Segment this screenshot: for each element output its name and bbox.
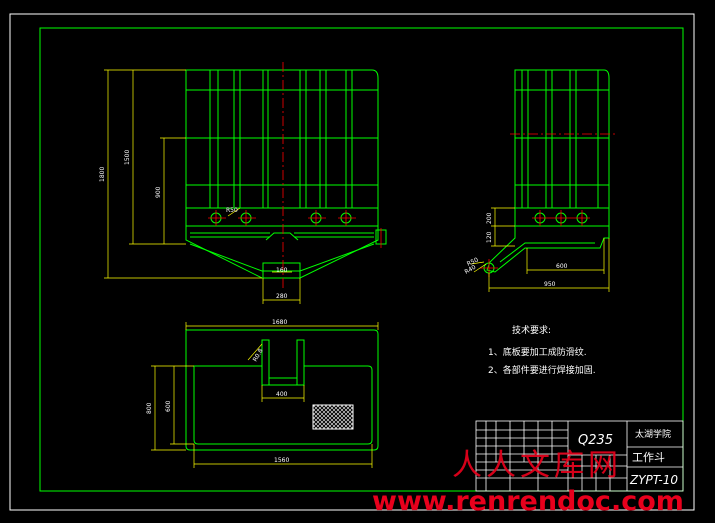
dim-800: 800 — [146, 402, 153, 414]
dim-120: 120 — [486, 231, 493, 243]
watermark-chinese: 人人文库网 — [452, 448, 622, 483]
dim-1800: 1800 — [99, 167, 106, 182]
note-item-2: 2、各部件要进行焊接加固. — [488, 364, 596, 376]
drawing-number: ZYPT-10 — [629, 473, 678, 487]
watermark-url: www.renrendoc.com — [372, 486, 684, 517]
notes-heading: 技术要求: — [512, 324, 551, 336]
school-name: 太湖学院 — [635, 428, 671, 440]
dim-r08: R0.8 — [252, 347, 265, 363]
dim-600-top: 600 — [165, 400, 172, 412]
dim-900: 900 — [155, 186, 162, 198]
dim-400: 400 — [276, 391, 288, 398]
title-block — [475, 420, 684, 492]
dim-160: 160 — [276, 267, 288, 274]
material-label: Q235 — [578, 433, 613, 448]
top-view-dimensions — [151, 322, 379, 468]
outer-frame — [9, 13, 695, 511]
note-item-1: 1、底板要加工成防滑纹. — [488, 346, 587, 358]
side-view — [483, 69, 610, 274]
front-view-centerlines — [208, 62, 382, 288]
dim-600: 600 — [556, 263, 568, 270]
side-view-dimensions — [470, 207, 610, 292]
dim-1500: 1500 — [124, 150, 131, 165]
dim-950: 950 — [544, 281, 556, 288]
dim-r50-side: R50 — [466, 256, 480, 267]
side-view-centerlines — [480, 133, 615, 277]
front-view — [185, 69, 387, 279]
dim-r50-front: R50 — [226, 207, 238, 214]
dim-200: 200 — [486, 212, 493, 224]
front-view-dimensions — [104, 69, 301, 304]
top-view — [185, 329, 379, 451]
dim-1680: 1680 — [272, 319, 287, 326]
part-name: 工作斗 — [632, 451, 665, 464]
dim-1560: 1560 — [274, 457, 289, 464]
dim-280: 280 — [276, 293, 288, 300]
inner-frame — [39, 27, 684, 492]
